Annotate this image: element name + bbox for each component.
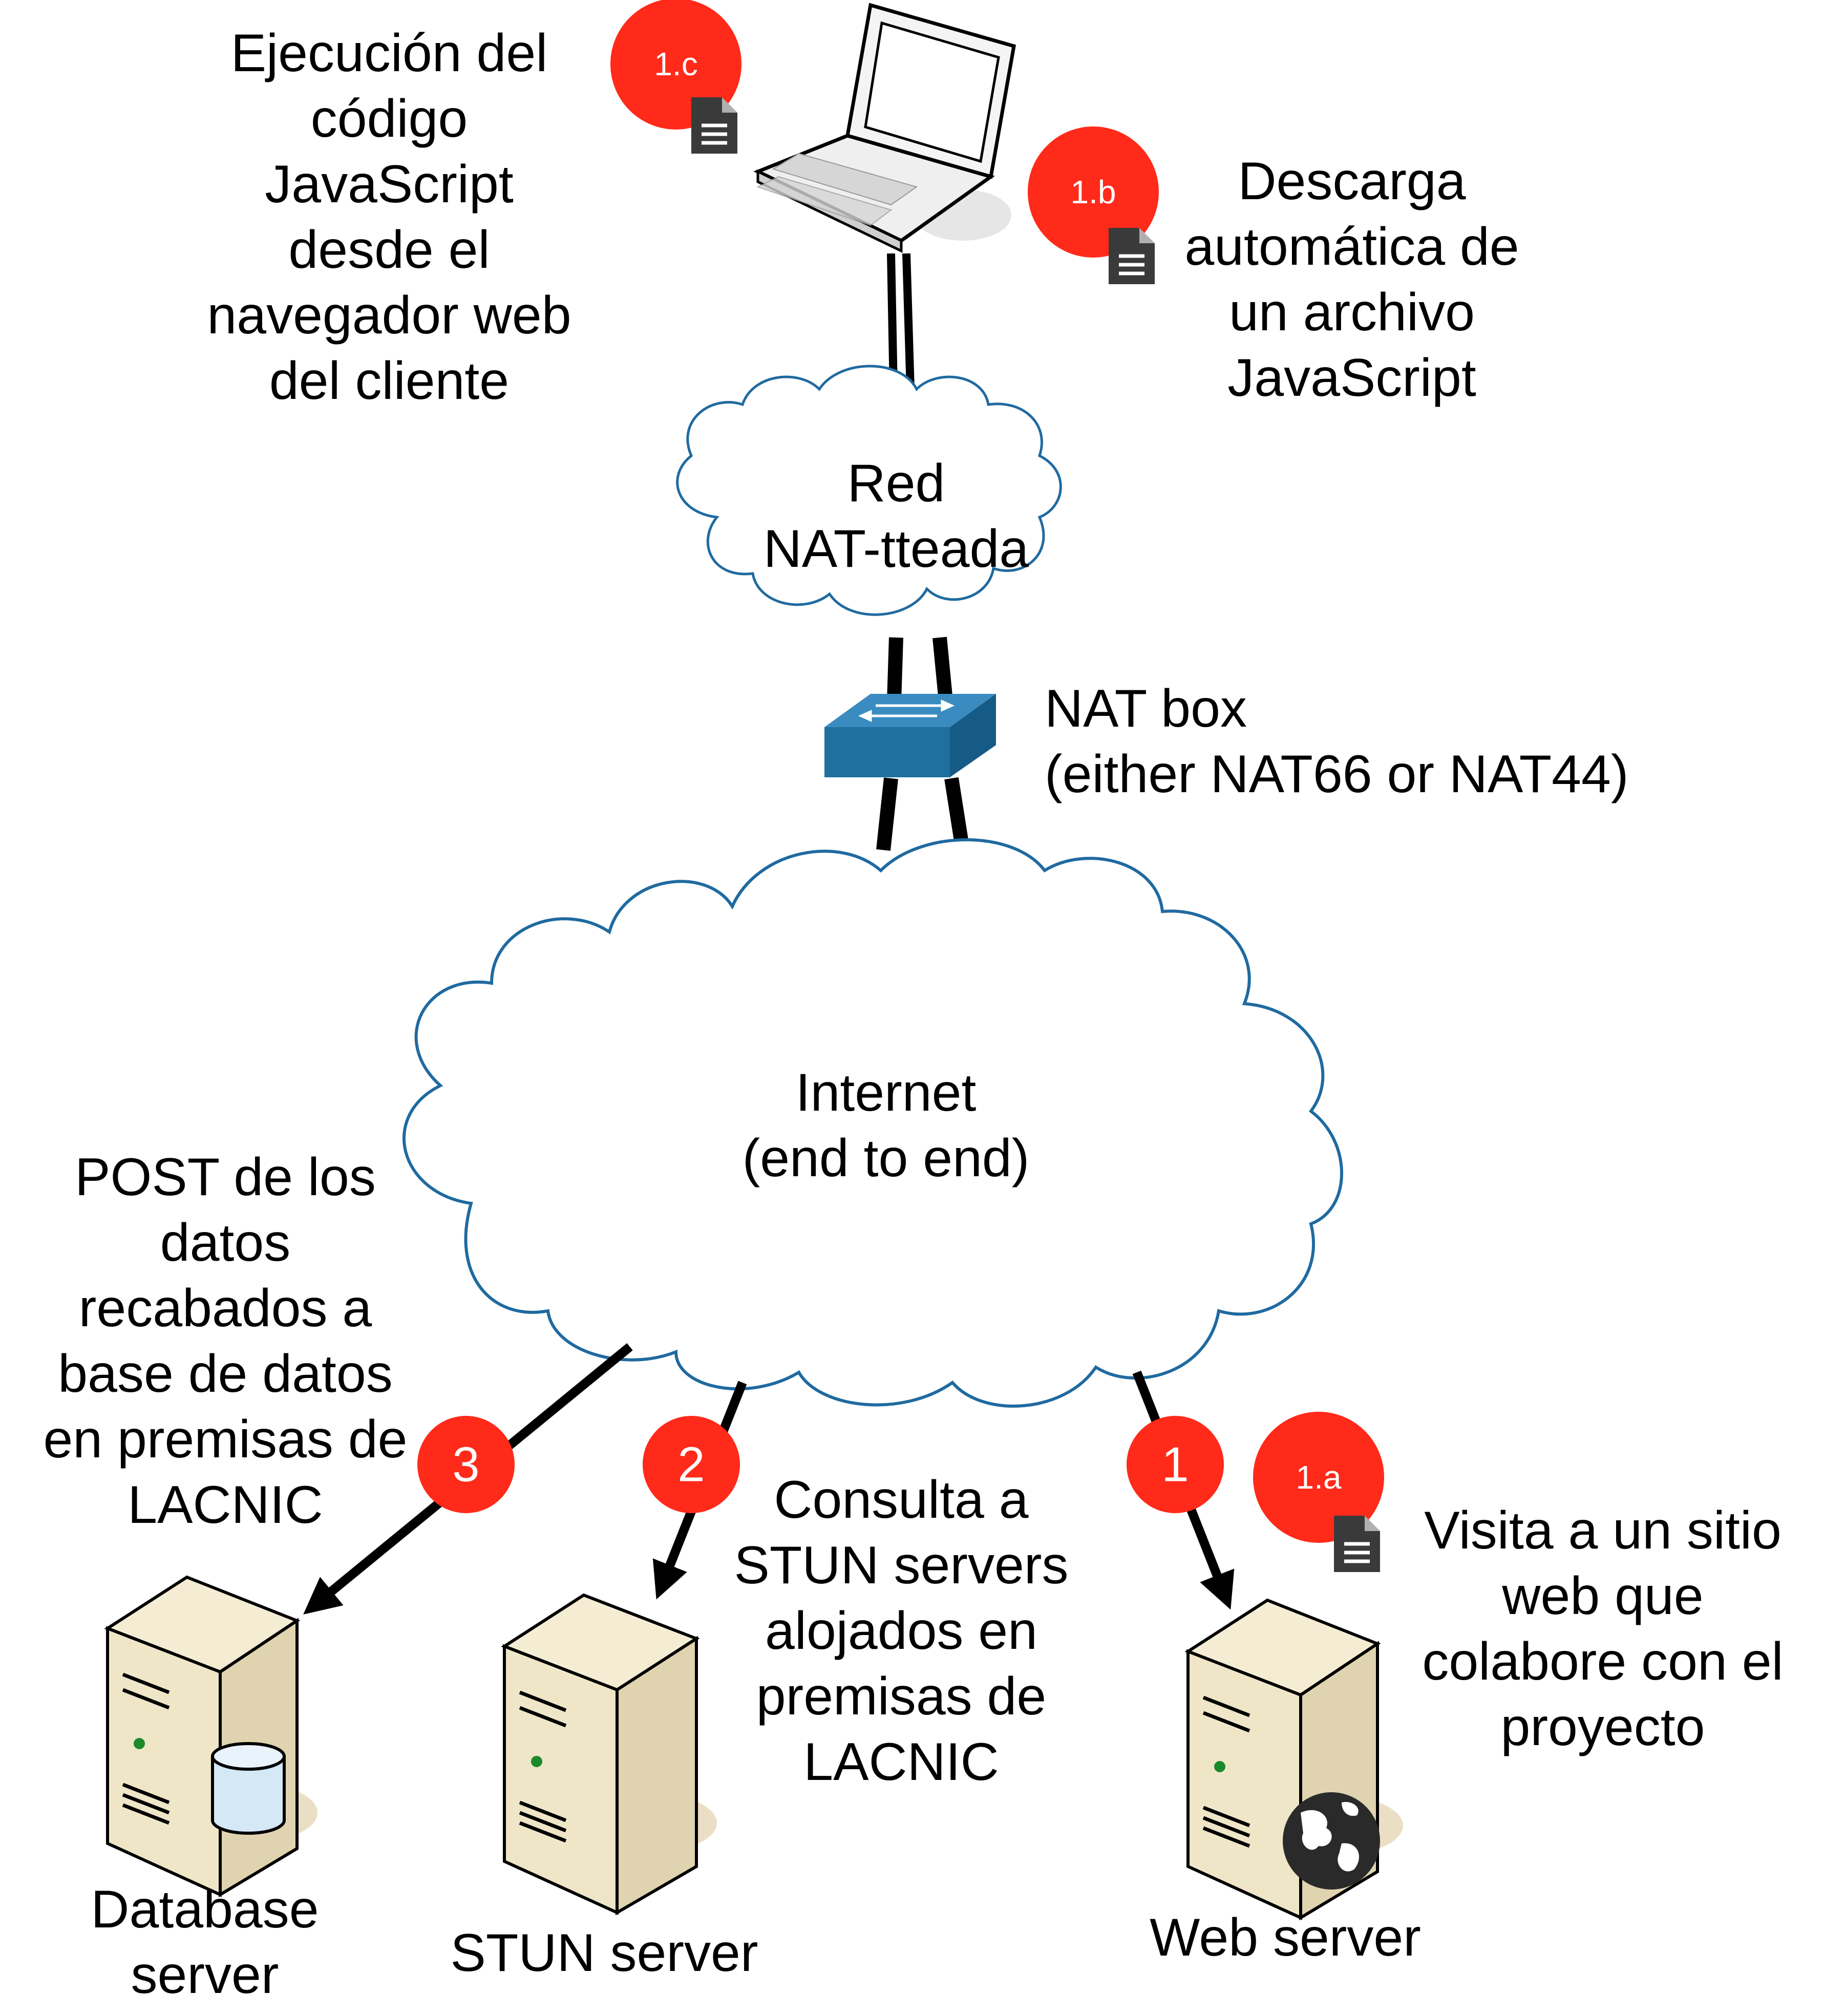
document-icon xyxy=(691,97,737,154)
laptop-icon xyxy=(753,3,1016,253)
badge-1c: 1.c xyxy=(610,0,741,154)
badge-3: 3 xyxy=(417,1416,515,1513)
document-icon xyxy=(1334,1516,1380,1572)
nat-network-label: Red NAT-tteada xyxy=(763,454,1029,579)
database-cylinder-icon xyxy=(211,1742,286,1835)
badge-1a: 1.a xyxy=(1253,1412,1384,1572)
stun-server-icon xyxy=(501,1593,717,1916)
badge-1a-label: 1.a xyxy=(1296,1459,1342,1496)
badge-2: 2 xyxy=(643,1416,740,1513)
web-server-label: Web server xyxy=(1150,1908,1421,1967)
document-icon xyxy=(1109,228,1155,284)
cable-nat-box-to-internet xyxy=(876,777,970,852)
badge-2-label: 2 xyxy=(677,1437,705,1492)
stun-query-label: Consulta a STUN servers alojados en prem… xyxy=(734,1470,1069,1792)
visit-site-label: Visita a un sitio web que colabore con e… xyxy=(1422,1501,1784,1757)
database-server-icon xyxy=(104,1575,317,1898)
exec-js-label: Ejecución del código JavaScript desde el… xyxy=(207,24,571,411)
cable-laptop-to-nat-network xyxy=(887,253,915,390)
post-data-label: POST de los datos recabados a base de da… xyxy=(43,1148,408,1535)
badge-3-label: 3 xyxy=(452,1437,479,1492)
stun-server-label: STUN server xyxy=(450,1923,758,1983)
database-server-label: Database server xyxy=(91,1880,319,2005)
nat-box-label: NAT box (either NAT66 or NAT44) xyxy=(1045,679,1629,804)
internet-cloud xyxy=(402,838,1343,1408)
badge-1b-label: 1.b xyxy=(1071,174,1116,210)
web-server-icon xyxy=(1184,1598,1403,1921)
internet-label: Internet (end to end) xyxy=(742,1063,1030,1188)
globe-icon xyxy=(1283,1792,1380,1890)
badge-1-label: 1 xyxy=(1161,1437,1189,1492)
badge-1c-label: 1.c xyxy=(654,46,697,82)
badge-1: 1 xyxy=(1127,1416,1224,1513)
download-js-label: Descarga automática de un archivo JavaSc… xyxy=(1184,152,1519,408)
nat-network-cloud xyxy=(676,365,1062,616)
nat-box-switch-icon xyxy=(824,694,996,777)
badge-1b: 1.b xyxy=(1028,126,1159,284)
